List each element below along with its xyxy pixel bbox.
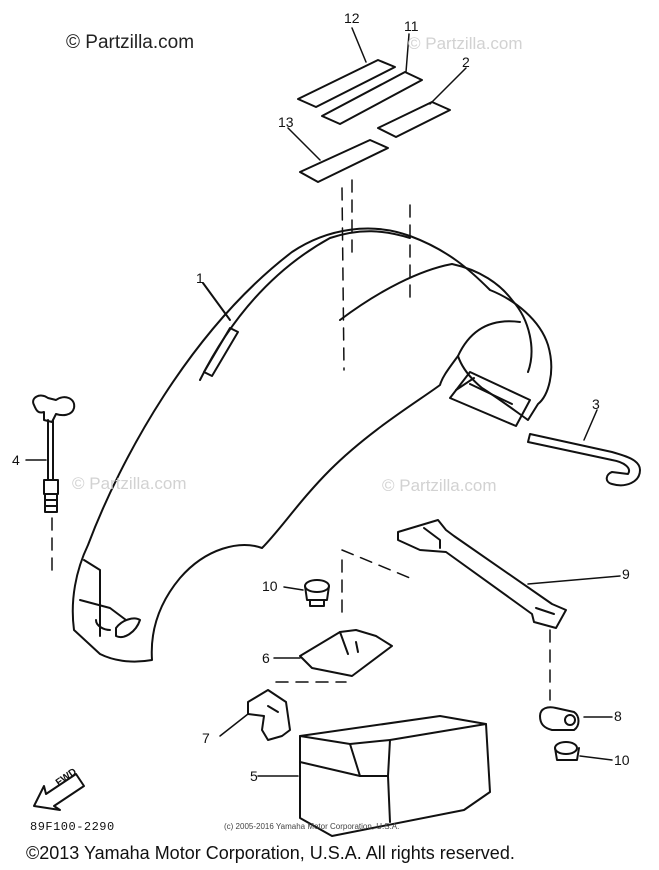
callout-8: 8	[614, 708, 622, 724]
callout-4: 4	[12, 452, 20, 468]
fwd-arrow-icon	[33, 773, 85, 811]
emblem-11	[321, 71, 423, 125]
callout-3: 3	[592, 396, 600, 412]
callout-13: 13	[278, 114, 294, 130]
callout-12: 12	[344, 10, 360, 26]
strap-part-3	[527, 409, 641, 487]
watermark: © Partzilla.com	[72, 474, 187, 493]
rear-fender	[71, 227, 553, 663]
emblem-12	[297, 59, 396, 108]
callout-7: 7	[202, 730, 210, 746]
grommet-10-top	[283, 579, 330, 607]
copyright-notice: ©2013 Yamaha Motor Corporation, U.S.A. A…	[26, 843, 515, 863]
callout-10-top: 10	[262, 578, 278, 594]
callout-5: 5	[250, 768, 258, 784]
bolt-part-4	[25, 394, 76, 513]
emblem-13	[299, 139, 389, 183]
callout-10-bottom: 10	[614, 752, 630, 768]
bracket-part-7	[219, 689, 291, 741]
nut-part-8	[539, 706, 613, 731]
watermark: © Partzilla.com	[408, 34, 523, 53]
callout-9: 9	[622, 566, 630, 582]
callout-6: 6	[262, 650, 270, 666]
plate-part-6	[273, 629, 393, 677]
grommet-10-bottom	[554, 741, 613, 761]
credit-small: (c) 2005-2016 Yamaha Motor Corporation, …	[224, 822, 400, 831]
watermark: © Partzilla.com	[382, 476, 497, 495]
emblem-2	[377, 101, 451, 138]
callout-11: 11	[404, 18, 419, 34]
drawing-number: 89F100-2290	[30, 820, 115, 834]
tool-box-part-5	[257, 715, 491, 837]
bracket-part-9	[397, 519, 621, 629]
callout-2: 2	[462, 54, 470, 70]
watermark-main: © Partzilla.com	[66, 32, 195, 53]
callout-1: 1	[196, 270, 204, 286]
